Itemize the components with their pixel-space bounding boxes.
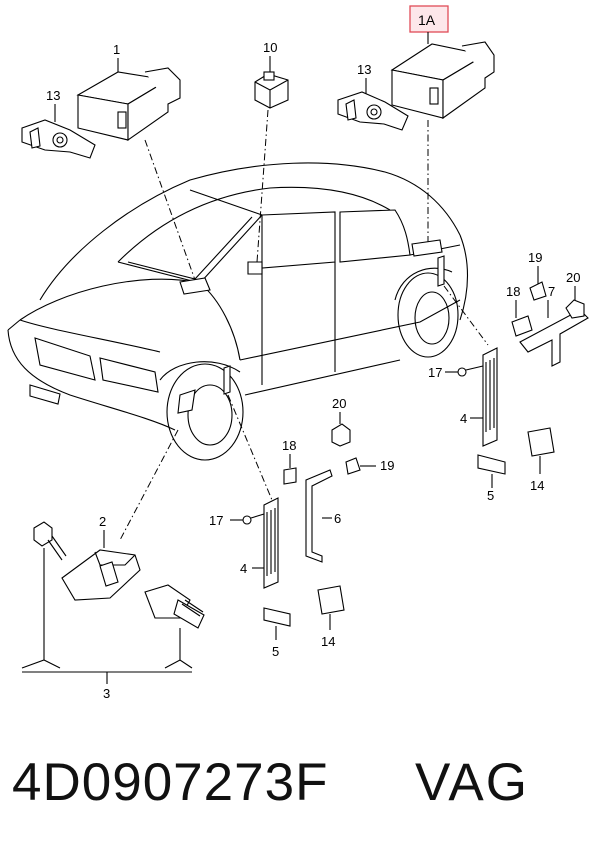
callout-17-right: 17	[428, 365, 442, 380]
callout-10: 10	[263, 40, 277, 55]
rear-antenna-strip-on-car	[437, 255, 445, 287]
callout-14-right: 14	[530, 478, 544, 493]
front-antenna-strip-on-car	[223, 365, 231, 395]
callout-18-right: 18	[506, 284, 520, 299]
callout-17-left: 17	[209, 513, 223, 528]
callout-2: 2	[99, 514, 106, 529]
callout-6: 6	[334, 511, 341, 526]
part-13-right-bracket: 13	[337, 62, 409, 131]
callout-13-left: 13	[46, 88, 60, 103]
callout-5-left: 5	[272, 644, 279, 659]
rear-antenna-assembly: 7 18 19 20 4 17 5 14	[428, 250, 589, 503]
front-antenna-assembly: 20 18 19 6 4 17 5 14	[209, 396, 394, 659]
callout-14-left: 14	[321, 634, 335, 649]
callout-19-right: 19	[528, 250, 542, 265]
switch-on-car	[247, 261, 263, 275]
callout-18-left: 18	[282, 438, 296, 453]
callout-20-left: 20	[332, 396, 346, 411]
callout-7: 7	[548, 284, 555, 299]
callout-3: 3	[103, 686, 110, 701]
part-13-left-bracket: 13	[21, 88, 96, 159]
car-illustration	[7, 162, 469, 461]
callout-1a: 1A	[418, 12, 436, 28]
callout-4-right: 4	[460, 411, 467, 426]
callout-13-right: 13	[357, 62, 371, 77]
callout-20-right: 20	[566, 270, 580, 285]
tire-pressure-sensor-group: 2 3	[21, 514, 205, 701]
part-1-control-unit: 1	[76, 42, 181, 142]
part-10-switch: 10	[254, 40, 289, 109]
front-antenna-on-car	[177, 389, 196, 414]
leader-lines	[119, 109, 489, 541]
control-unit-on-car	[179, 277, 211, 295]
highlight-box-1a	[409, 5, 449, 33]
callout-19-left: 19	[380, 458, 394, 473]
callout-4-left: 4	[240, 561, 247, 576]
part-number-text: 4D0907273F	[12, 753, 329, 812]
callout-1: 1	[113, 42, 120, 57]
control-unit-1a-on-car	[411, 239, 443, 257]
brand-text: VAG	[415, 753, 529, 812]
callout-5-right: 5	[487, 488, 494, 503]
part-1a-control-unit: 1A	[390, 5, 495, 120]
